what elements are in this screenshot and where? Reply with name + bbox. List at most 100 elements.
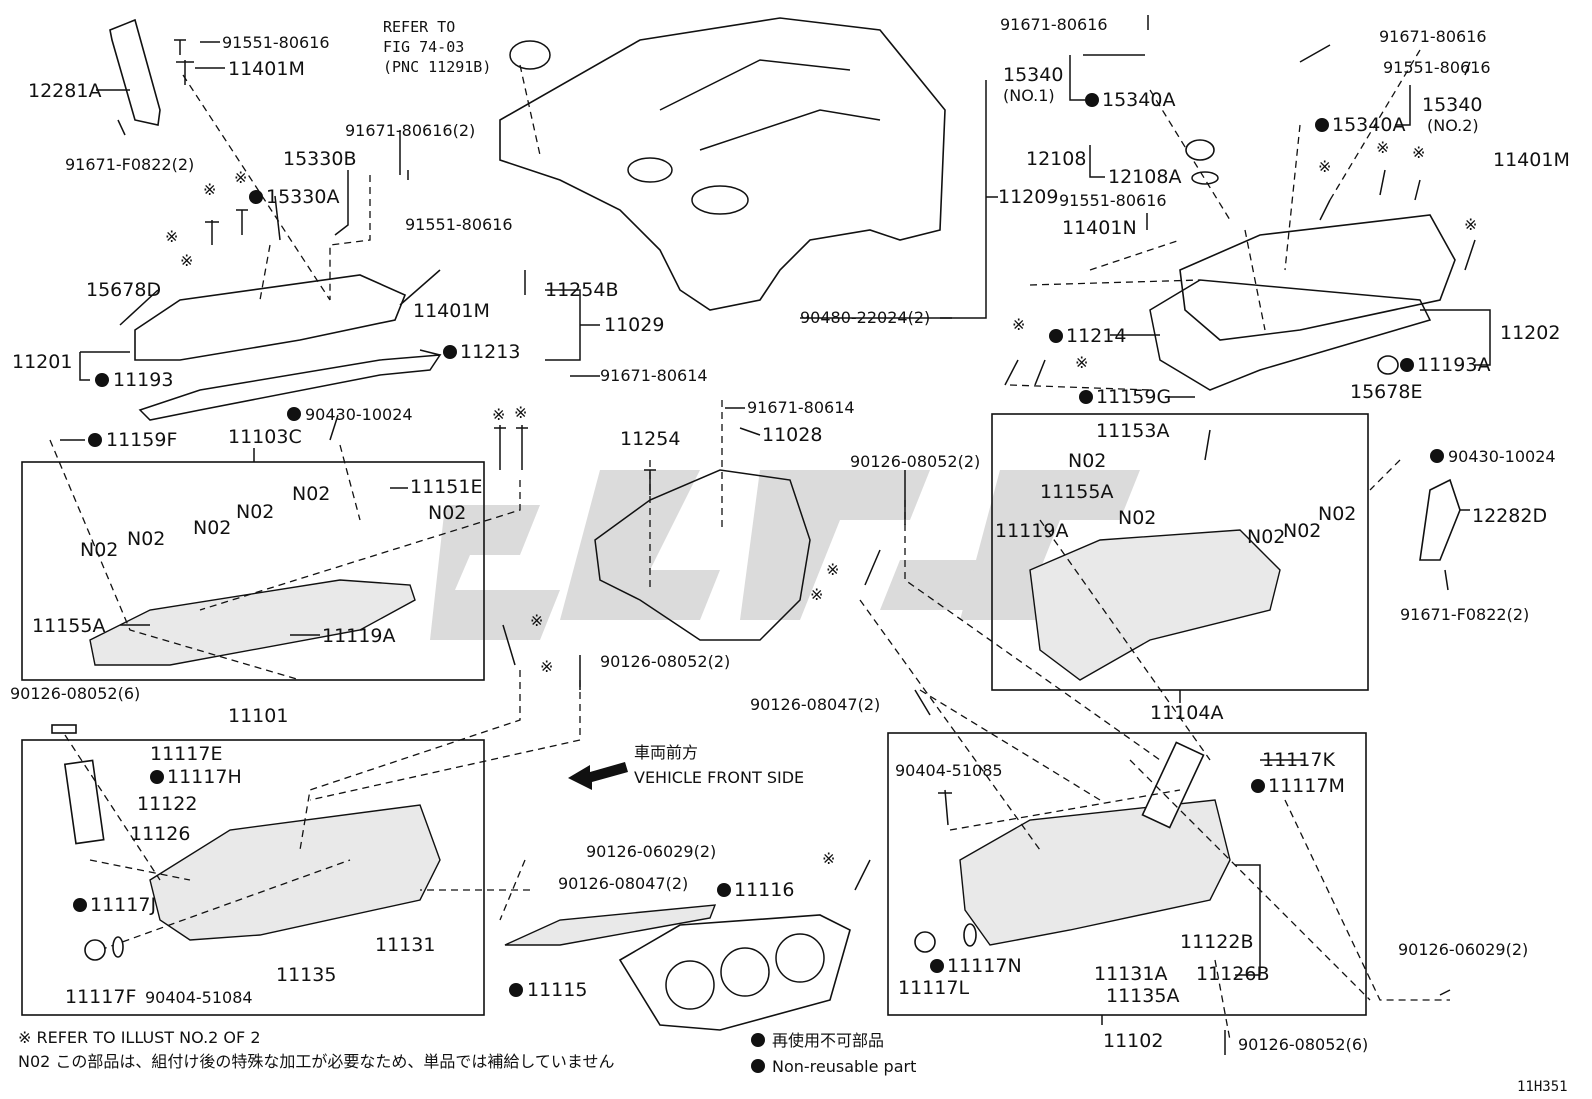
label-11193: 11193 xyxy=(113,369,173,391)
legend-nonreuse-jp: 再使用不可部品 xyxy=(772,1031,884,1050)
label-91671-80616-c: 91671-80616 xyxy=(1000,15,1108,34)
label-91551-80616-b: 91551-80616 xyxy=(405,215,513,234)
label-n02: N02 xyxy=(80,539,118,561)
ref-mark: ※ xyxy=(1318,157,1331,176)
label-11126: 11126 xyxy=(130,823,190,845)
engine-cover-boss xyxy=(627,157,673,183)
engine-cover-rib xyxy=(699,109,881,151)
label-11214: 11214 xyxy=(1066,325,1126,347)
label-11103C: 11103C xyxy=(228,426,302,448)
ref-mark: ※ xyxy=(1075,353,1088,372)
nonreusable-dot xyxy=(717,883,731,897)
label-90404-51085: 90404-51085 xyxy=(895,761,1003,780)
label-91551-80616-c: 91551-80616 xyxy=(1059,191,1167,210)
label-11155A-b: 11155A xyxy=(1040,481,1113,503)
label-11151E: 11151E xyxy=(410,476,482,498)
label-11254B: 11254B xyxy=(545,279,618,301)
ref-mark: ※ xyxy=(530,611,543,630)
direction-en: VEHICLE FRONT SIDE xyxy=(634,768,804,787)
plug-icon xyxy=(84,939,106,961)
label-15340A-1: 15340A xyxy=(1102,89,1175,111)
label-15340-2-no: (NO.2) xyxy=(1427,116,1479,135)
label-11117H: 11117H xyxy=(167,766,242,788)
label-91551-80616-d: 91551-80616 xyxy=(1383,58,1491,77)
label-91671-80614-b: 91671-80614 xyxy=(747,398,855,417)
nonreusable-dot xyxy=(95,373,109,387)
ref-mark: ※ xyxy=(1464,215,1477,234)
plug-icon xyxy=(914,931,936,953)
ref-mark: ※ xyxy=(1376,138,1389,157)
label-11401M-c: 11401M xyxy=(1493,149,1570,171)
ref-mark: ※ xyxy=(180,251,193,270)
label-11131: 11131 xyxy=(375,934,435,956)
ref-mark: ※ xyxy=(1412,143,1425,162)
label-12108A: 12108A xyxy=(1108,166,1181,188)
label-11401M-b: 11401M xyxy=(413,300,490,322)
nonreusable-dot xyxy=(249,190,263,204)
label-15678E: 15678E xyxy=(1350,381,1422,403)
label-11117K: 11117K xyxy=(1262,749,1335,771)
label-12108: 12108 xyxy=(1026,148,1086,170)
seal-icon xyxy=(1377,355,1399,375)
nonreusable-dot xyxy=(1315,118,1329,132)
label-11159G: 11159G xyxy=(1096,386,1171,408)
label-15678D: 15678D xyxy=(86,279,161,301)
label-90126-08047-b: 90126-08047(2) xyxy=(750,695,880,714)
label-11193A: 11193A xyxy=(1417,354,1490,376)
ref-mark: ※ xyxy=(810,585,823,604)
label-90126-06029-a: 90126-06029(2) xyxy=(586,842,716,861)
nonreusable-dot xyxy=(73,898,87,912)
figure-code: 11H351 xyxy=(1517,1079,1568,1095)
label-n02: N02 xyxy=(193,517,231,539)
label-15330B: 15330B xyxy=(283,148,356,170)
label-90404-51084: 90404-51084 xyxy=(145,988,253,1007)
label-11155A-a: 11155A xyxy=(32,615,105,637)
head-cover-bank1-shape xyxy=(134,274,407,361)
head-cover-bank2-shape xyxy=(1179,214,1456,341)
ref-mark: ※ xyxy=(492,405,505,424)
label-12282D: 12282D xyxy=(1472,505,1547,527)
label-15340-2: 15340 xyxy=(1422,94,1482,116)
label-15340-1-no: (NO.1) xyxy=(1003,86,1055,105)
toyota-emblem-shape xyxy=(509,40,551,70)
bank1-camshaft-box xyxy=(21,461,485,681)
cylinder-head-bank1-shape xyxy=(149,804,441,941)
label-11401M-a: 11401M xyxy=(228,58,305,80)
label-91671-F0822-b: 91671-F0822(2) xyxy=(1400,605,1529,624)
label-15330A: 15330A xyxy=(266,186,339,208)
label-11131A: 11131A xyxy=(1094,963,1167,985)
nonreusable-dot xyxy=(509,983,523,997)
nonreusable-dot xyxy=(1430,449,1444,463)
label-11202: 11202 xyxy=(1500,322,1560,344)
label-11117J: 11117J xyxy=(90,894,156,916)
label-11213: 11213 xyxy=(460,341,520,363)
head-gasket-11116-shape xyxy=(618,914,851,1031)
label-11117L: 11117L xyxy=(898,977,969,999)
label-11254: 11254 xyxy=(620,428,680,450)
hardware-marks xyxy=(117,15,1476,1055)
label-11102: 11102 xyxy=(1103,1030,1163,1052)
nonreusable-dot xyxy=(1085,93,1099,107)
bracket-12282D-shape xyxy=(1419,478,1461,561)
label-11135A: 11135A xyxy=(1106,985,1179,1007)
legend-dot xyxy=(751,1033,765,1047)
label-11119A-b: 11119A xyxy=(995,520,1068,542)
label-90126-08052-6a: 90126-08052(6) xyxy=(10,684,140,703)
label-11209: 11209 xyxy=(998,186,1058,208)
legend-dot xyxy=(751,1059,765,1073)
label-11117N: 11117N xyxy=(947,955,1022,977)
label-n02: N02 xyxy=(127,528,165,550)
nonreusable-dot xyxy=(88,433,102,447)
watermark-logo xyxy=(430,470,1140,640)
nonreusable-dot xyxy=(1400,358,1414,372)
label-n02: N02 xyxy=(292,483,330,505)
label-90126-08052-6b: 90126-08052(6) xyxy=(1238,1035,1368,1054)
cap-icon xyxy=(1185,139,1215,161)
label-91671-80614-a: 91671-80614 xyxy=(600,366,708,385)
label-90480: 90480-22024(2) xyxy=(800,308,930,327)
bank2-head-box xyxy=(887,732,1367,1016)
ref-mark: ※ xyxy=(203,180,216,199)
legend-nonreuse-en: Non-reusable part xyxy=(772,1057,916,1076)
label-90126-06029-b: 90126-06029(2) xyxy=(1398,940,1528,959)
dowel-icon xyxy=(51,724,77,734)
